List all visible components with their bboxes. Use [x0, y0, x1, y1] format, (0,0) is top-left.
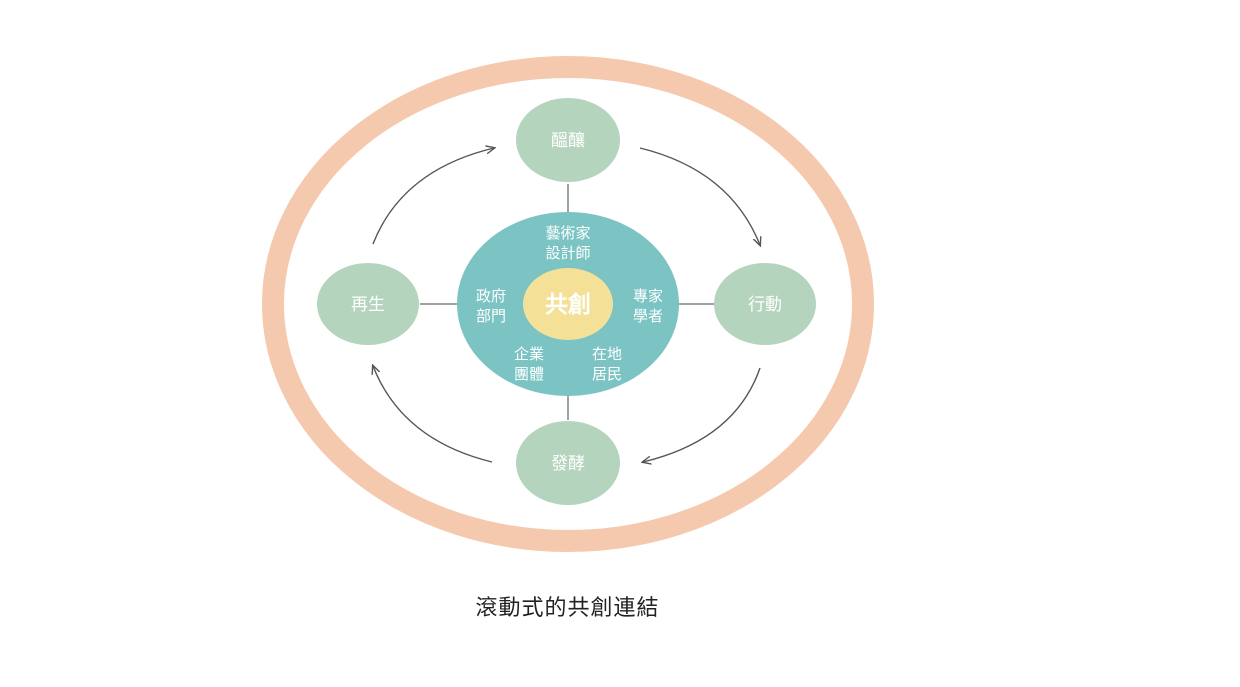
participant-bottom-left-line-2: 團體	[514, 365, 544, 383]
participant-right-line-1: 專家	[633, 287, 663, 305]
outer-ring	[262, 56, 874, 552]
participant-bottom-right-line-1: 在地	[592, 345, 622, 363]
participant-right-line-2: 學者	[633, 307, 663, 325]
participant-left-line-1: 政府	[476, 287, 506, 305]
node-bottom	[516, 421, 620, 505]
arrow-top-left	[372, 148, 494, 245]
center-label: 共創	[545, 292, 591, 318]
node-top-label: 醞釀	[551, 130, 585, 151]
center-badge	[523, 268, 613, 340]
participant-top-line-2: 設計師	[545, 244, 590, 262]
node-top	[516, 98, 620, 182]
participant-bottom-right-line-2: 居民	[592, 365, 622, 383]
arrow-bottom-left	[373, 366, 493, 463]
arrow-top-right	[639, 147, 760, 245]
node-left	[317, 263, 419, 345]
node-right-label: 行動	[748, 295, 782, 315]
node-left-label: 再生	[351, 295, 385, 315]
node-bottom-label: 發酵	[551, 454, 585, 474]
participant-top-line-1: 藝術家	[545, 224, 590, 242]
node-right	[714, 263, 816, 345]
diagram-caption: 滾動式的共創連結	[475, 596, 660, 621]
participant-left-line-2: 部門	[476, 307, 506, 325]
cycle-arrows	[373, 148, 760, 462]
arrow-bottom-right	[643, 367, 761, 462]
participant-bottom-left-line-1: 企業	[514, 345, 544, 363]
